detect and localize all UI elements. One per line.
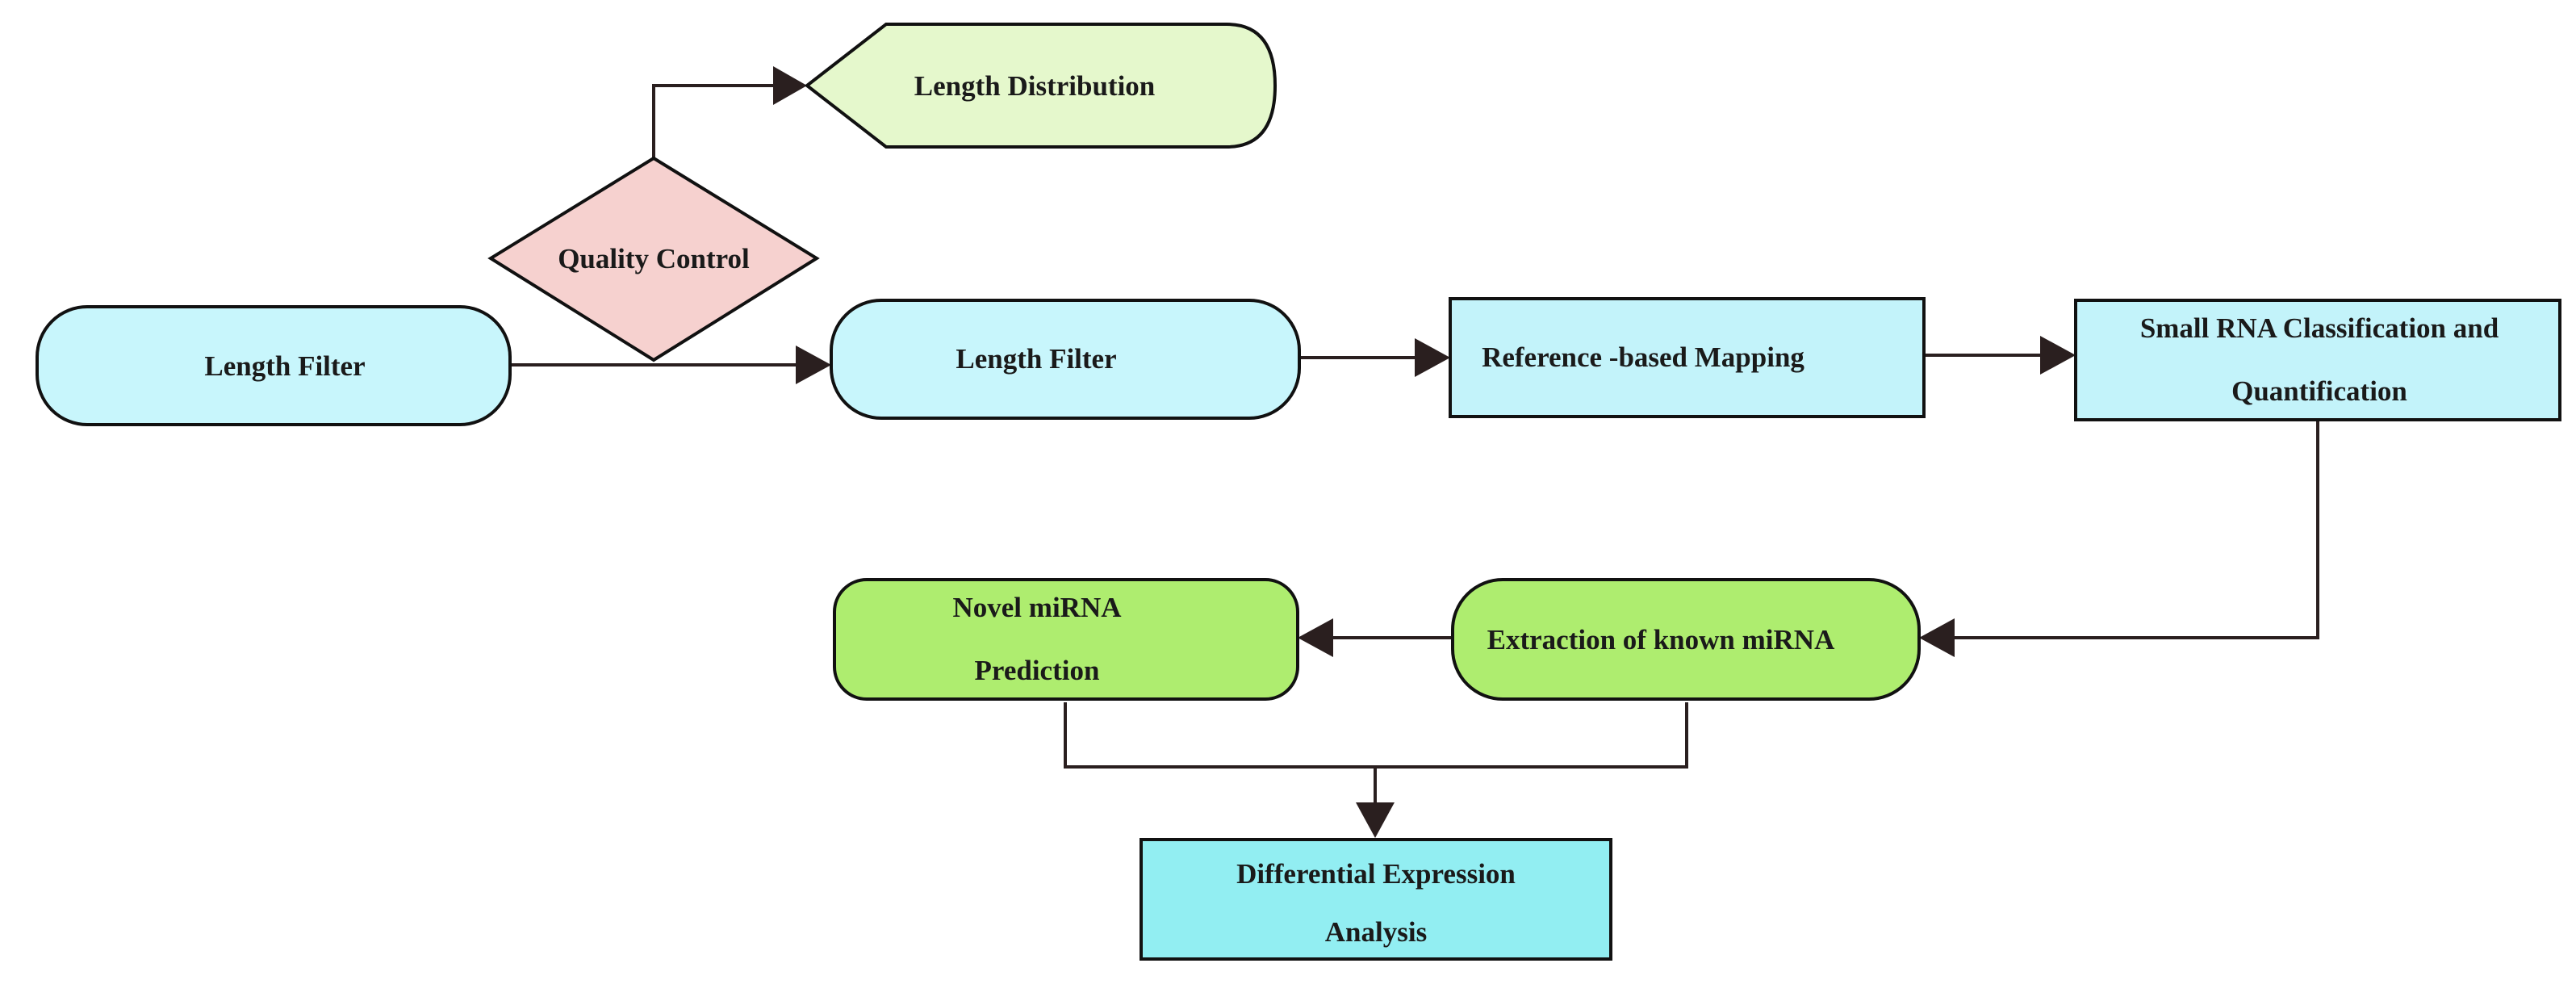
node-quality-control[interactable]: Quality Control <box>487 156 820 362</box>
terminal-shape <box>833 578 1299 701</box>
node-label: Reference -based Mapping <box>1482 341 1804 373</box>
terminal-shape <box>830 299 1301 420</box>
node-label-line2: Analysis <box>1325 916 1427 948</box>
node-label: Extraction of known miRNA <box>1487 624 1835 655</box>
node-extraction-known-mirna[interactable]: Extraction of known miRNA <box>1451 578 1921 701</box>
terminal-shape <box>36 305 512 426</box>
arrowhead-classification <box>2040 336 2076 375</box>
node-label-line2: Prediction <box>975 655 1100 686</box>
node-novel-mirna-prediction[interactable]: Novel miRNA Prediction <box>833 578 1299 701</box>
process-shape <box>1140 838 1612 961</box>
process-shape <box>1449 297 1926 418</box>
node-small-rna-classification[interactable]: Small RNA Classification and Quantificat… <box>2074 299 2561 421</box>
node-label-line1: Novel miRNA <box>953 592 1123 623</box>
node-length-filter[interactable]: Length Filter <box>830 299 1301 420</box>
arrowhead-mapping <box>1415 338 1450 377</box>
node-label-line1: Small RNA Classification and <box>2140 312 2499 344</box>
arrowhead-distribution <box>773 66 807 105</box>
node-label-line1: Differential Expression <box>1236 858 1516 890</box>
arrowhead-novel <box>1298 618 1333 657</box>
node-length-distribution[interactable]: Length Distribution <box>804 23 1278 149</box>
connector-qc-to-distribution <box>652 84 775 158</box>
connector-classification-to-extraction <box>1953 420 2319 639</box>
node-label: Quality Control <box>558 243 750 274</box>
process-shape <box>2074 299 2561 421</box>
node-length-filter-input[interactable]: Length Filter <box>36 305 512 426</box>
terminal-shape <box>1451 578 1921 701</box>
decision-shape <box>487 156 820 362</box>
node-label: Length Filter <box>956 343 1116 375</box>
arrowhead-filter <box>796 346 831 384</box>
arrowhead-differential <box>1356 802 1395 838</box>
connector-novel-to-differential <box>1064 702 1688 769</box>
node-label-line2: Quantification <box>2231 375 2407 407</box>
node-label: Length Filter <box>204 350 365 382</box>
node-reference-mapping[interactable]: Reference -based Mapping <box>1449 297 1926 418</box>
display-shape <box>804 23 1278 149</box>
node-label: Length Distribution <box>914 70 1156 102</box>
connectors <box>510 66 2319 838</box>
arrowhead-extraction <box>1919 618 1955 657</box>
node-differential-expression[interactable]: Differential Expression Analysis <box>1140 838 1612 961</box>
